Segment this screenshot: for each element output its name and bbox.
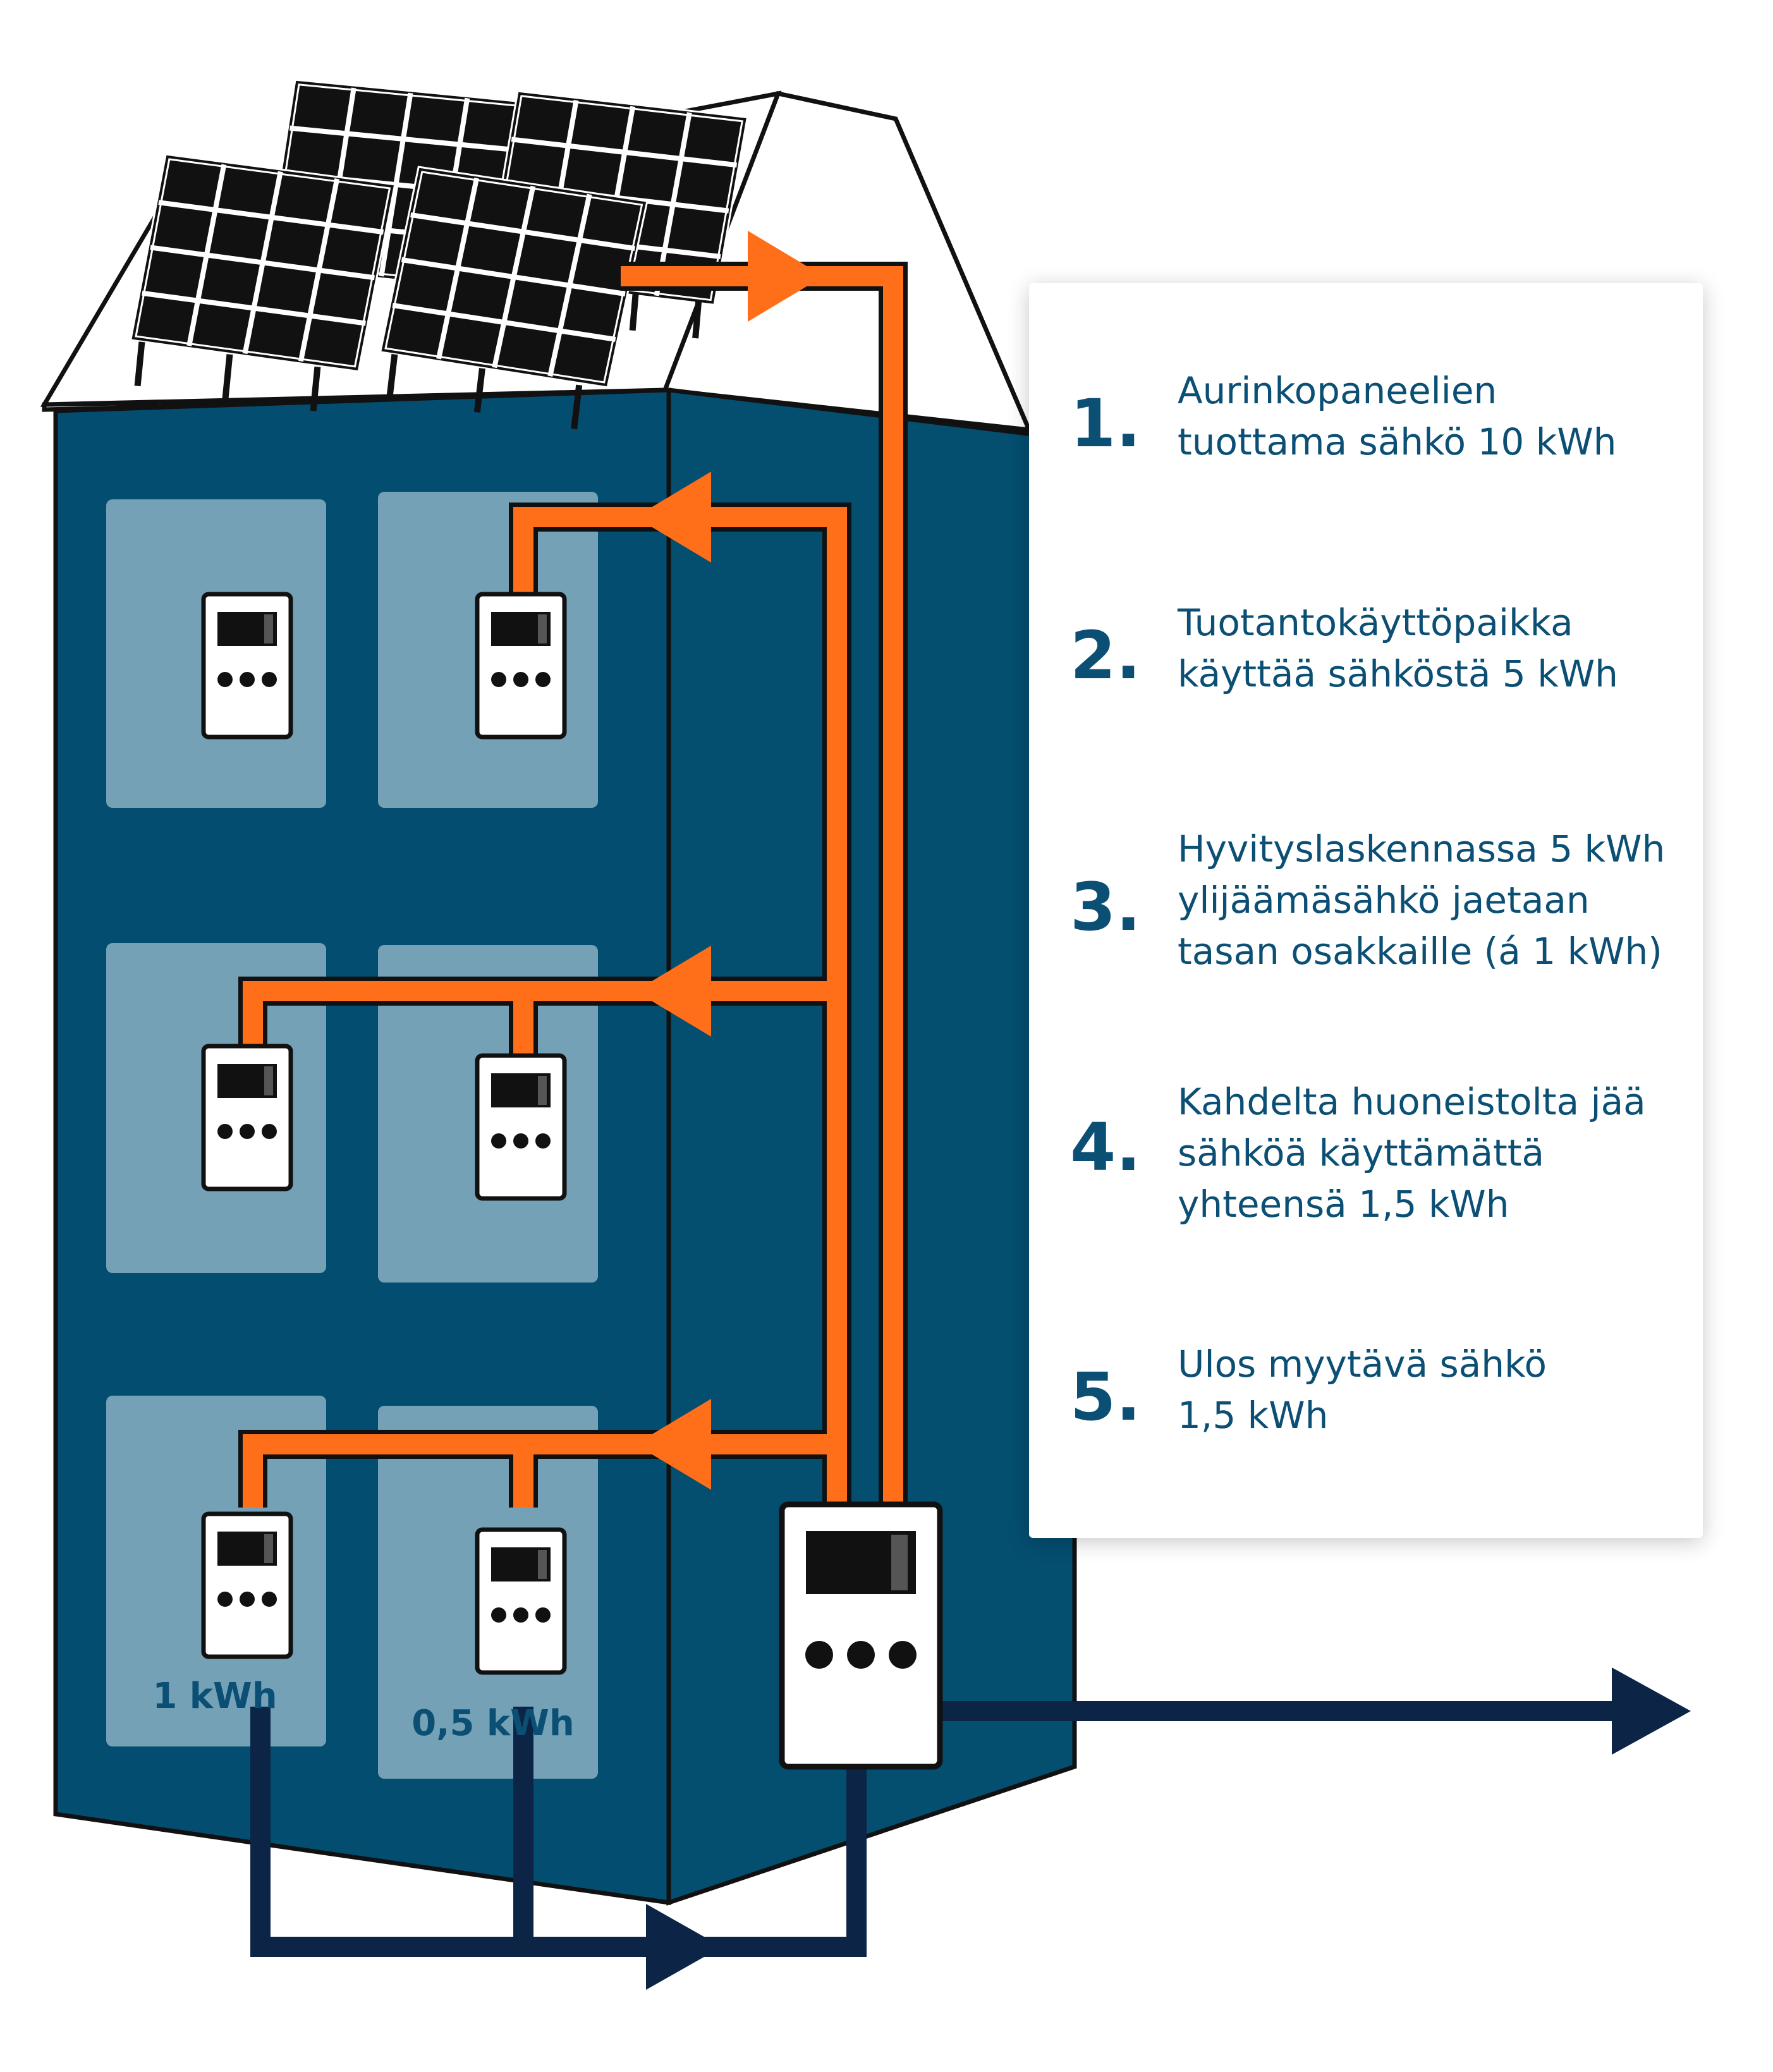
solar-panel-icon bbox=[377, 168, 645, 430]
grid-power-flow bbox=[250, 1667, 1691, 1990]
solar-panels bbox=[129, 82, 745, 430]
legend-panel: 1. Aurinkopaneelien tuottama sähkö 10 kW… bbox=[1029, 283, 1703, 1538]
meter-label-left: 1 kWh bbox=[152, 1676, 277, 1717]
step-number: 2. bbox=[1070, 617, 1141, 694]
electricity-meter-icon bbox=[204, 594, 291, 737]
step-number: 5. bbox=[1070, 1358, 1141, 1435]
solar-panel-icon bbox=[129, 155, 393, 411]
arrow-icon bbox=[1612, 1667, 1691, 1755]
electricity-meter-icon bbox=[477, 1530, 564, 1673]
step-text: Tuotantokäyttöpaikka käyttää sähköstä 5 … bbox=[1178, 601, 1618, 695]
arrow-icon bbox=[748, 231, 824, 322]
arrow-icon bbox=[646, 1904, 722, 1990]
electricity-meter-icon bbox=[204, 1514, 291, 1657]
production-meter bbox=[779, 1501, 943, 1770]
step-text: Ulos myytävä sähkö 1,5 kWh bbox=[1178, 1343, 1547, 1437]
arrow-icon bbox=[635, 946, 711, 1037]
step-number: 3. bbox=[1070, 868, 1141, 946]
arrow-icon bbox=[635, 472, 711, 563]
meter-label-right: 0,5 kWh bbox=[411, 1703, 575, 1744]
electricity-meter-icon bbox=[477, 1056, 564, 1198]
step-text: Aurinkopaneelien tuottama sähkö 10 kWh bbox=[1178, 369, 1617, 463]
step-number: 4. bbox=[1070, 1109, 1141, 1186]
electricity-meter-icon bbox=[477, 594, 564, 737]
electricity-meter-icon bbox=[779, 1501, 943, 1770]
solar-power-flow bbox=[238, 231, 908, 1508]
arrow-icon bbox=[635, 1399, 711, 1490]
step-number: 1. bbox=[1070, 385, 1141, 462]
step-text: Kahdelta huoneistolta jää sähköä käyttäm… bbox=[1178, 1080, 1646, 1226]
electricity-meter-icon bbox=[204, 1046, 291, 1189]
step-text: Hyvityslaskennassa 5 kWh ylijäämäsähkö j… bbox=[1178, 827, 1666, 973]
